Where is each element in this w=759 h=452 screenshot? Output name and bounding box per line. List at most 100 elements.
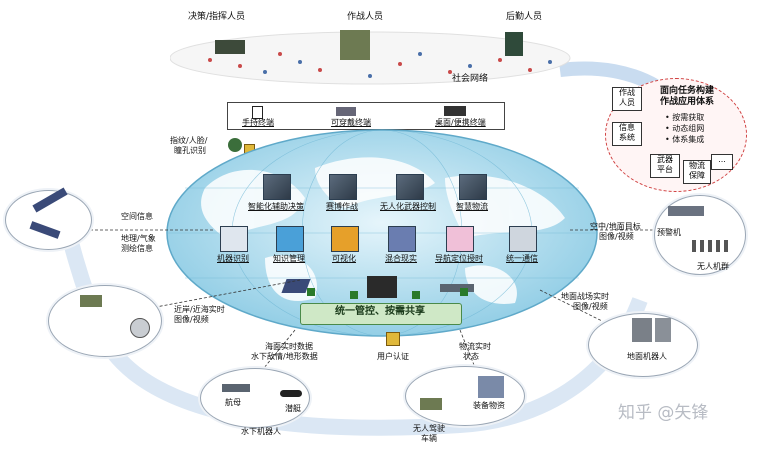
user-auth-label: 用户认证: [377, 352, 409, 361]
capability-label: 机器识别: [217, 254, 249, 263]
ground-robot-label: 地面机器人: [627, 352, 667, 361]
ground-label-2: 图像/视频: [573, 302, 608, 311]
sea-data-label-2: 水下敌情/地形数据: [251, 352, 318, 361]
node-icon: [307, 288, 315, 296]
logistic-line-2: 保障: [689, 171, 705, 180]
ground-label-1: 地面战场实时: [561, 292, 609, 301]
laptop-icon: [444, 106, 466, 116]
unmanned-weapons-tile: [396, 174, 424, 200]
watermark: 知乎 @矢锋: [618, 403, 709, 423]
more-box: ...: [711, 154, 733, 170]
capability-label: 智能化辅助决策: [248, 202, 304, 211]
vehicle-icon: [80, 295, 102, 307]
bullet-text: 体系集成: [672, 135, 705, 144]
handheld-terminal-label: 手持终端: [242, 118, 274, 127]
geo-weather-label-1: 地理/气象: [121, 234, 156, 243]
logistic-support-box: 物流 保障: [683, 160, 711, 184]
capability-label: 可视化: [332, 254, 356, 263]
submarine-icon: [280, 390, 302, 397]
air-target-label-1: 空中/地面目标: [590, 222, 641, 231]
info-line-2: 系统: [619, 133, 635, 142]
biometric-label-1: 指纹/人脸/: [170, 136, 208, 145]
weapon-platform-box: 武器 平台: [650, 154, 680, 178]
mission-title-2: 作战应用体系: [660, 97, 715, 107]
bullet-text: 按需获取: [672, 113, 705, 122]
combatant-line-2: 人员: [619, 98, 635, 107]
capability-label: 统一通信: [506, 254, 538, 263]
navigation-timing-tile: [446, 226, 474, 252]
social-network-label: 社会网络: [452, 74, 489, 84]
node-icon: [412, 291, 420, 299]
logistics-cloud: [405, 366, 525, 426]
commanders-label: 决策/指挥人员: [188, 12, 246, 22]
user-auth-icon: [386, 332, 400, 346]
smart-logistics-tile: [459, 174, 487, 200]
logistics-status-label-1: 物流实时: [459, 342, 491, 351]
supplies-label: 装备物资: [473, 401, 505, 410]
underwater-robot-label: 水下机器人: [241, 427, 281, 436]
truck-icon: [420, 398, 442, 410]
air-target-label-2: 图像/视频: [599, 232, 634, 241]
geo-weather-label-2: 测绘信息: [121, 244, 153, 253]
ground-robot-icon: [655, 318, 671, 342]
coast-label-1: 近岸/近海实时: [174, 305, 225, 314]
tablet-icon: [252, 106, 263, 119]
capability-label: 知识管理: [273, 254, 305, 263]
drones-label: 无人机群: [697, 262, 729, 271]
unmanned-vehicle-label-2: 车辆: [421, 434, 437, 443]
ship-icon: [440, 284, 474, 292]
sea-data-label-1: 海面实时数据: [265, 342, 313, 351]
mission-bullet: • 按需获取: [665, 113, 705, 122]
carrier-icon: [222, 384, 250, 392]
machine-recognition-tile: [220, 226, 248, 252]
personnel-network: [170, 30, 571, 85]
cyber-ops-tile: [329, 174, 357, 200]
unified-control-banner: [300, 303, 462, 325]
wearable-icon: [336, 107, 356, 116]
decision-support-tile: [263, 174, 291, 200]
logistics-status-label-2: 状态: [463, 352, 479, 361]
bullet-text: 动态组网: [672, 124, 705, 133]
weapon-line-1: 武器: [657, 155, 673, 164]
unified-comm-tile: [509, 226, 537, 252]
fingerprint-icon: [228, 138, 242, 152]
knowledge-mgmt-tile: [276, 226, 304, 252]
node-icon: [350, 291, 358, 299]
mixed-reality-tile: [388, 226, 416, 252]
capability-label: 智慧物流: [456, 202, 488, 211]
visualization-tile: [331, 226, 359, 252]
mission-bullet: • 体系集成: [665, 135, 705, 144]
supplies-icon: [478, 376, 504, 398]
capability-label: 无人化武器控制: [380, 202, 436, 211]
sea-cloud: [200, 368, 310, 428]
awacs-label: 预警机: [657, 228, 681, 237]
info-system-box: 信息 系统: [612, 122, 642, 146]
combatant-line-1: 作战: [619, 88, 635, 97]
space-info-label: 空间信息: [121, 212, 153, 221]
combatant-box: 作战 人员: [612, 87, 642, 111]
coast-label-2: 图像/视频: [174, 315, 209, 324]
biometric-label-2: 瞳孔识别: [174, 146, 206, 155]
combat-personnel-label: 作战人员: [347, 12, 384, 22]
radar-icon: [130, 318, 150, 338]
logistic-line-1: 物流: [689, 161, 705, 170]
wearable-terminal-label: 可穿戴终端: [331, 118, 371, 127]
carrier-label: 航母: [225, 398, 241, 407]
weapon-line-2: 平台: [657, 165, 673, 174]
submarine-label: 潜艇: [285, 404, 301, 413]
logistics-personnel-label: 后勤人员: [506, 12, 543, 22]
info-line-1: 信息: [619, 123, 635, 132]
ground-robot-icon: [632, 318, 652, 342]
banner-text: 统一管控、按需共享: [335, 306, 425, 317]
node-icon: [460, 288, 468, 296]
awacs-icon: [668, 206, 704, 216]
mission-bullet: • 动态组网: [665, 124, 705, 133]
unmanned-vehicle-label-1: 无人驾驶: [413, 424, 445, 433]
capability-label: 赛博作战: [326, 202, 358, 211]
mission-title-1: 面向任务构建: [660, 86, 715, 96]
drone-swarm-icon: [692, 240, 728, 252]
server-icon: [367, 276, 397, 298]
desktop-terminal-label: 桌面/便携终端: [435, 118, 486, 127]
capability-label: 混合现实: [385, 254, 417, 263]
